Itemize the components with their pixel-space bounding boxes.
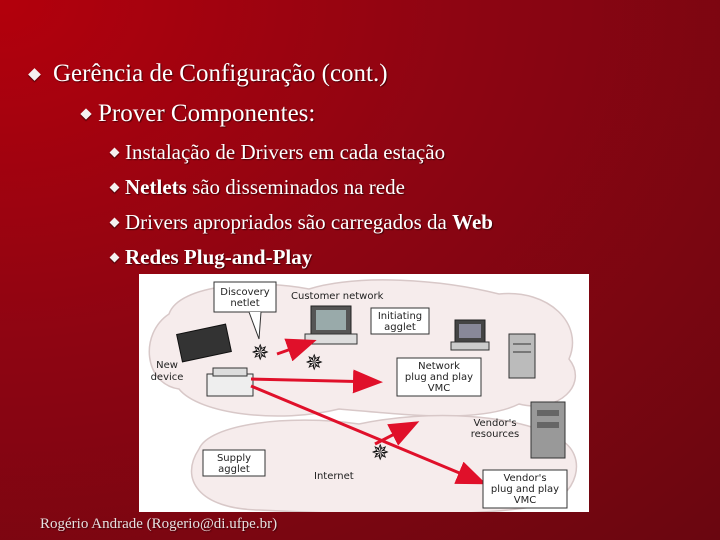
list-item: Instalação de Drivers em cada estação xyxy=(109,140,446,165)
desktop-computer-icon xyxy=(304,305,358,345)
vendor-resources-label-1: Vendor's xyxy=(473,418,516,429)
network-vmc-label-2: plug and play xyxy=(405,372,473,383)
customer-network-label: Customer network xyxy=(291,291,384,302)
initiating-label-2: agglet xyxy=(384,322,416,333)
new-device-label-2: device xyxy=(151,372,184,383)
title-bullet: Gerência de Configuração (cont.) xyxy=(28,60,388,88)
item-text-bold: Netlets xyxy=(125,175,187,199)
list-item: Redes Plug-and-Play xyxy=(109,245,313,270)
internet-cloud xyxy=(190,414,578,512)
workstation-icon xyxy=(450,319,490,351)
plug-and-play-diagram: Discovery netlet Customer network Initia… xyxy=(139,274,589,512)
server-tower-icon xyxy=(508,333,536,379)
subtitle-bullet: Prover Componentes: xyxy=(80,100,316,128)
initiating-label-1: Initiating xyxy=(378,311,422,322)
supply-label-2: agglet xyxy=(218,464,250,475)
agent-figure-icon: ✵ xyxy=(305,350,323,375)
diamond-bullet-icon xyxy=(109,217,120,228)
network-vmc-label-3: VMC xyxy=(428,383,450,394)
printer-icon xyxy=(206,367,254,397)
list-item: Drivers apropriados são carregados da We… xyxy=(109,210,493,235)
vendor-server-icon xyxy=(530,401,566,459)
vendor-vmc-label-1: Vendor's xyxy=(503,473,546,484)
discovery-label-2: netlet xyxy=(230,298,259,309)
list-item: Netlets são disseminados na rede xyxy=(109,175,405,200)
internet-label: Internet xyxy=(314,471,354,482)
item-text: são disseminados na rede xyxy=(186,175,405,199)
item-text-bold: Web xyxy=(452,210,493,234)
item-text: Drivers apropriados são carregados da xyxy=(125,210,453,234)
arrow-to-computer xyxy=(276,338,317,362)
supply-label-1: Supply xyxy=(217,453,251,464)
item-text-bold: Redes Plug-and-Play xyxy=(125,245,313,269)
new-device-label-1: New xyxy=(156,360,178,371)
discovery-label-1: Discovery xyxy=(220,287,269,298)
item-text: Instalação de Drivers em cada estação xyxy=(125,140,446,164)
agent-figure-icon: ✵ xyxy=(251,340,269,365)
vendor-vmc-label-3: VMC xyxy=(514,495,536,506)
diamond-bullet-icon xyxy=(109,147,120,158)
footer-author: Rogério Andrade (Rogerio@di.ufpe.br) xyxy=(40,516,278,532)
diamond-bullet-icon xyxy=(28,67,41,81)
slide-title: Gerência de Configuração (cont.) xyxy=(53,60,388,87)
vendor-vmc-label-2: plug and play xyxy=(491,484,559,495)
vendor-resources-label-2: resources xyxy=(471,429,519,440)
diamond-bullet-icon xyxy=(109,252,120,263)
arrow-to-vendor-vmc xyxy=(250,384,487,485)
slide-subtitle: Prover Componentes: xyxy=(98,100,316,127)
diamond-bullet-icon xyxy=(109,182,120,193)
agent-figure-icon: ✵ xyxy=(371,440,389,465)
arrow-to-network-vmc xyxy=(250,369,383,394)
arrow-to-resources xyxy=(374,421,420,446)
network-vmc-label-1: Network xyxy=(418,361,460,372)
laptop-icon xyxy=(176,323,232,363)
diamond-bullet-icon xyxy=(80,108,92,120)
